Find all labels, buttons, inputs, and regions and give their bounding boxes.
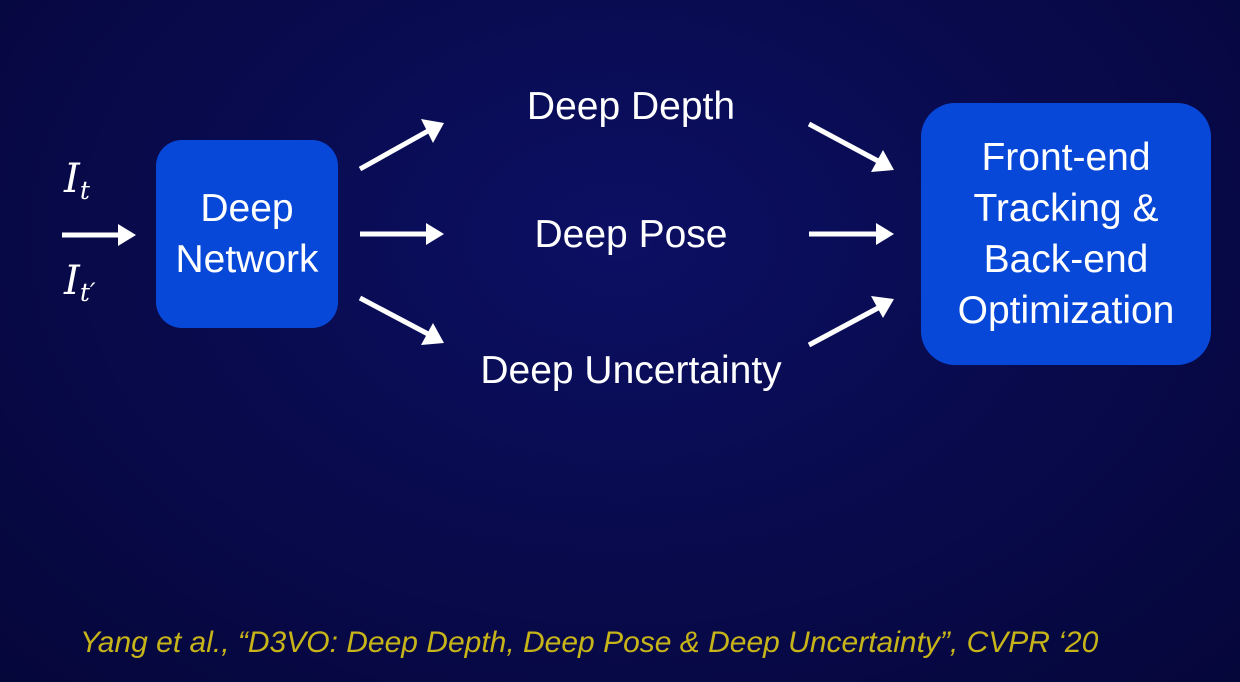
backend-line-3: Back-end [983,238,1149,281]
output-deep-uncertainty: Deep Uncertainty [480,349,782,392]
deep-network-box: Deep Network [156,140,338,328]
arrow-network-to-pose-icon [360,223,444,245]
input-subscript: t [79,176,90,205]
arrow-pose-to-backend-icon [809,223,894,245]
backend-line-4: Optimization [957,289,1175,332]
citation: Yang et al., “D3VO: Deep Depth, Deep Pos… [80,626,1099,659]
arrow-network-to-depth-icon [358,119,444,172]
arrow-input-to-network-icon [62,224,136,246]
output-deep-depth: Deep Depth [526,85,736,128]
input-symbol: I [64,258,80,304]
deep-network-line-2: Network [175,238,319,281]
output-deep-pose: Deep Pose [534,213,728,256]
input-subscript: t′ [79,278,96,307]
arrow-network-to-uncertainty-icon [358,295,444,345]
backend-line-2: Tracking & [973,187,1159,230]
backend-optimization-box: Front-end Tracking & Back-end Optimizati… [921,103,1211,365]
arrow-depth-to-backend-icon [807,121,894,172]
backend-line-1: Front-end [981,136,1151,179]
deep-network-line-1: Deep [200,187,294,230]
input-symbol: I [64,156,80,202]
arrow-uncertainty-to-backend-icon [807,296,894,348]
input-frame-reference: It′ [64,258,96,307]
input-frame-current: It [64,156,90,205]
